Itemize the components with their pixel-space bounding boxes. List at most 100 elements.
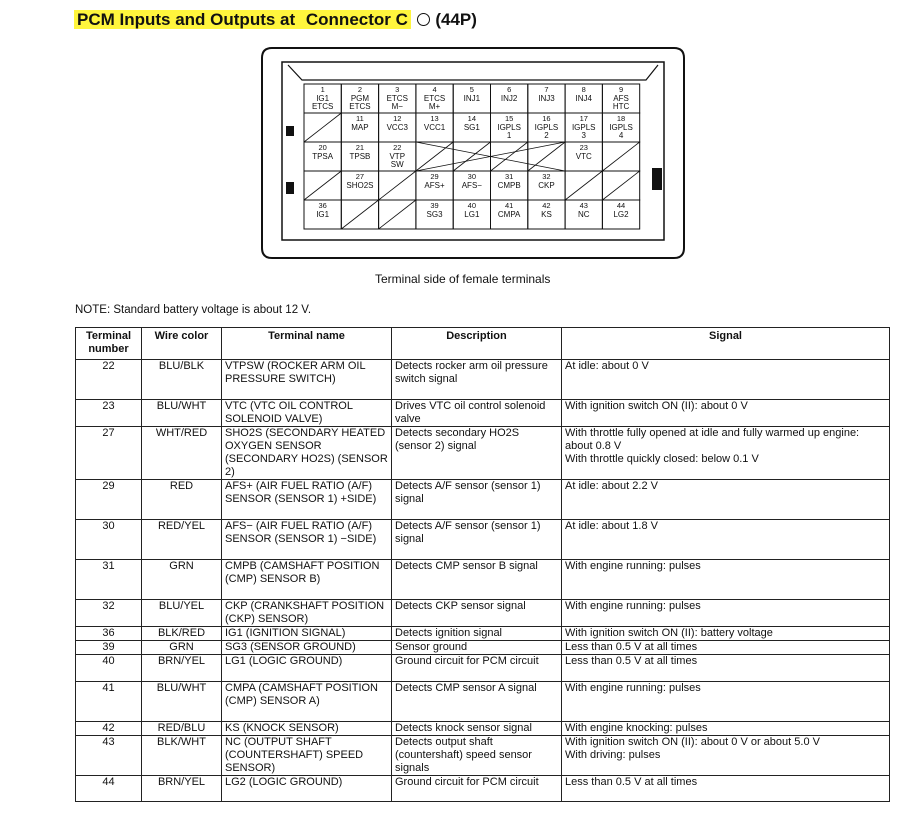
page-title: PCM Inputs and Outputs at Connector C (4… [74, 10, 477, 30]
pin-label: 1 [507, 131, 512, 140]
cell-wire-color: BRN/YEL [141, 654, 222, 682]
connector-top-rim [287, 64, 659, 81]
cell-signal: Less than 0.5 V at all times [561, 654, 890, 682]
cell-terminal: 31 [75, 559, 142, 600]
cell-wire-color: GRN [141, 640, 222, 655]
pin-number: 11 [356, 114, 364, 123]
title-connector: Connector C [302, 10, 411, 29]
pin-label: TPSA [312, 152, 334, 161]
pin-label: 4 [619, 131, 624, 140]
pin-label: SW [391, 160, 404, 169]
cell-signal: Less than 0.5 V at all times [561, 775, 890, 802]
cell-terminal-name: CMPB (CAMSHAFT POSITION (CMP) SENSOR B) [221, 559, 392, 600]
cell-wire-color: RED/YEL [141, 519, 222, 560]
pin-number: 16 [542, 114, 550, 123]
empty-cavity-mark [564, 170, 603, 201]
pin-cavity [601, 199, 641, 230]
cell-signal: With ignition switch ON (II): about 0 V … [561, 735, 890, 776]
pin-label: INJ2 [501, 94, 518, 103]
cell-description: Detects output shaft (countershaft) spee… [391, 735, 562, 776]
cell-terminal: 36 [75, 626, 142, 641]
cell-terminal-name: KS (KNOCK SENSOR) [221, 721, 392, 736]
pin-number: 22 [393, 143, 401, 152]
empty-cavity-mark [378, 199, 417, 230]
cell-terminal: 22 [75, 359, 142, 400]
cell-signal: With engine running: pulses [561, 559, 890, 600]
pin-number: 39 [430, 201, 438, 210]
cell-signal: At idle: about 1.8 V [561, 519, 890, 560]
cell-wire-color: BLU/WHT [141, 399, 222, 427]
empty-cavity-mark [341, 199, 379, 230]
pin-number: 32 [542, 172, 550, 181]
empty-cavity-mark [452, 141, 491, 172]
pin-number: 20 [318, 143, 326, 152]
pin-label: VCC1 [424, 123, 446, 132]
cell-wire-color: BLU/BLK [141, 359, 222, 400]
connector-diagram: 1IG1ETCS2PGMETCS3ETCSM−4ETCSM+5INJ16INJ2… [261, 47, 685, 259]
pin-label: CMPB [498, 181, 521, 190]
cell-terminal-name: AFS− (AIR FUEL RATIO (A/F) SENSOR (SENSO… [221, 519, 392, 560]
empty-cavity-mark [527, 141, 566, 172]
header-terminal: Terminal number [75, 327, 142, 360]
cell-description: Detects CMP sensor A signal [391, 681, 562, 722]
cell-signal: With ignition switch ON (II): battery vo… [561, 626, 890, 641]
cell-description: Detects ignition signal [391, 626, 562, 641]
pin-label: PGM [351, 94, 370, 103]
pin-label: TPSB [349, 152, 370, 161]
pin-label: ETCS [349, 102, 370, 111]
pin-number: 14 [468, 114, 476, 123]
pin-label: AFS− [462, 181, 483, 190]
cell-terminal: 30 [75, 519, 142, 560]
table-header-row: Terminal number Wire color Terminal name… [75, 327, 890, 360]
cell-description: Drives VTC oil control solenoid valve [391, 399, 562, 427]
empty-cavity-mark [415, 141, 454, 172]
pin-number: 15 [505, 114, 513, 123]
cell-terminal-name: AFS+ (AIR FUEL RATIO (A/F) SENSOR (SENSO… [221, 479, 392, 520]
cell-terminal-name: CKP (CRANKSHAFT POSITION (CKP) SENSOR) [221, 599, 392, 627]
pin-table: Terminal number Wire color Terminal name… [75, 327, 890, 802]
pin-number: 29 [430, 172, 438, 181]
pin-label: VCC3 [387, 123, 409, 132]
pin-label: INJ4 [576, 94, 593, 103]
pin-number: 7 [544, 85, 548, 94]
cell-description: Detects A/F sensor (sensor 1) signal [391, 479, 562, 520]
cell-signal: With engine running: pulses [561, 599, 890, 627]
cell-terminal-name: VTC (VTC OIL CONTROL SOLENOID VALVE) [221, 399, 392, 427]
title-pin-count: (44P) [435, 10, 477, 29]
connector-inner-frame [281, 61, 665, 241]
pin-number: 1 [321, 85, 325, 94]
pin-label: SG1 [464, 123, 481, 132]
cell-terminal-name: VTPSW (ROCKER ARM OIL PRESSURE SWITCH) [221, 359, 392, 400]
pin-label: 2 [544, 131, 549, 140]
pin-number: 13 [430, 114, 438, 123]
pin-label: M+ [429, 102, 441, 111]
cell-terminal: 39 [75, 640, 142, 655]
cell-signal: With ignition switch ON (II): about 0 V [561, 399, 890, 427]
cell-terminal: 27 [75, 426, 142, 480]
cell-wire-color: BLU/WHT [141, 681, 222, 722]
cell-wire-color: BLK/RED [141, 626, 222, 641]
cell-terminal: 32 [75, 599, 142, 627]
pin-label: LG1 [464, 210, 480, 219]
empty-cavity-mark [602, 141, 640, 172]
pin-number: 2 [358, 85, 362, 94]
pin-number: 43 [580, 201, 588, 210]
empty-cavity-mark [303, 112, 342, 143]
empty-cavity-mark [378, 170, 417, 201]
cell-terminal: 44 [75, 775, 142, 802]
cell-terminal-name: CMPA (CAMSHAFT POSITION (CMP) SENSOR A) [221, 681, 392, 722]
pin-number: 5 [470, 85, 474, 94]
cell-description: Detects A/F sensor (sensor 1) signal [391, 519, 562, 560]
pin-number: 21 [356, 143, 364, 152]
header-signal: Signal [561, 327, 890, 360]
cell-terminal: 29 [75, 479, 142, 520]
title-part1: PCM Inputs and Outputs at [74, 10, 303, 29]
